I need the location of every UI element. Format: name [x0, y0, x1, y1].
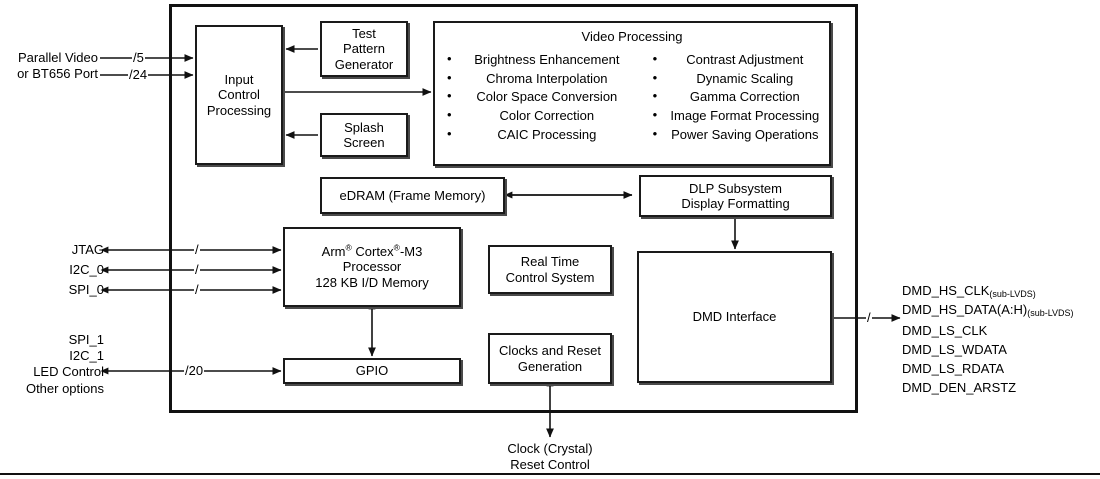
clocks-line2: Generation [517, 358, 583, 374]
block-test-pattern-generator[interactable]: Test Pattern Generator [320, 21, 408, 77]
arm-core: Cortex [351, 244, 394, 259]
bus-width-dmd: / [866, 310, 872, 325]
gpio-label: GPIO [355, 363, 389, 379]
rtcs-line2: Control System [505, 269, 595, 285]
bus-width-gpio: /20 [184, 363, 205, 378]
vp-item: CAIC Processing [445, 125, 633, 145]
block-gpio[interactable]: GPIO [283, 358, 461, 384]
output-label-dmd-ls-wdata: DMD_LS_WDATA [902, 342, 1007, 357]
input-label-spi-0: SPI_0 [68, 282, 104, 297]
block-arm-cortex-m3-processor[interactable]: Arm® Cortex®-M3 Processor 128 KB I/D Mem… [283, 227, 461, 307]
tpg-line2: Pattern [343, 41, 385, 57]
tpg-line1: Test [352, 26, 376, 41]
video-processing-column-right: Contrast Adjustment Dynamic Scaling Gamm… [651, 50, 823, 145]
input-control-line1: Input [224, 72, 254, 87]
bus-width-spi-0: / [194, 282, 200, 297]
input-label-i2c-1: I2C_1 [69, 348, 104, 363]
arm-line3: 128 KB I/D Memory [315, 274, 429, 290]
clock-line1: Clock (Crystal) [507, 441, 593, 456]
input-label-led-control: LED Control [33, 364, 104, 379]
dmd-hs-clk-main: DMD_HS_CLK [902, 283, 990, 298]
input-label-i2c-0: I2C_0 [69, 262, 104, 277]
input-label-jtag: JTAG [71, 242, 104, 257]
arm-vendor: Arm [321, 244, 346, 259]
bus-width-jtag: / [194, 242, 200, 257]
bottom-label-clock-reset: Clock (Crystal) Reset Control [450, 441, 650, 474]
vp-item: Power Saving Operations [651, 125, 823, 145]
vp-item: Dynamic Scaling [651, 69, 823, 89]
block-dmd-interface[interactable]: DMD Interface [637, 251, 832, 383]
splash-line1: Splash [344, 119, 384, 135]
vp-item: Image Format Processing [651, 106, 823, 126]
clock-line2: Reset Control [510, 457, 590, 473]
output-label-dmd-den-arstz: DMD_DEN_ARSTZ [902, 380, 1017, 395]
block-video-processing[interactable]: Video Processing Brightness Enhancement … [433, 21, 831, 166]
arm-line2: Processor [342, 259, 402, 275]
bus-width-i2c-0: / [194, 262, 200, 277]
input-control-line3: Processing [206, 102, 272, 118]
vp-item: Contrast Adjustment [651, 50, 823, 70]
vp-item: Gamma Correction [651, 87, 823, 107]
vp-item: Color Space Conversion [445, 87, 633, 107]
video-processing-title: Video Processing [581, 29, 683, 44]
bus-width-video-1: /5 [132, 50, 145, 65]
registered-mark-icon: ® [345, 242, 352, 253]
output-label-dmd-ls-rdata: DMD_LS_RDATA [902, 361, 1005, 376]
parallel-video-line1: Parallel Video [18, 50, 98, 65]
bus-width-video-2: /24 [128, 67, 149, 82]
block-edram-frame-memory[interactable]: eDRAM (Frame Memory) [320, 177, 505, 214]
output-label-dmd-hs-clk: DMD_HS_CLK(sub-LVDS) [902, 283, 1036, 299]
block-clocks-and-reset-generation[interactable]: Clocks and Reset Generation [488, 333, 612, 384]
output-label-dmd-hs-data: DMD_HS_DATA(A:H)(sub-LVDS) [902, 302, 1074, 318]
output-label-dmd-ls-clk: DMD_LS_CLK [902, 323, 988, 338]
edram-label: eDRAM (Frame Memory) [339, 187, 486, 203]
block-splash-screen[interactable]: Splash Screen [320, 113, 408, 157]
input-control-line2: Control [218, 87, 260, 103]
registered-mark-icon: ® [393, 242, 400, 253]
dlp-line1: DLP Subsystem [689, 180, 782, 196]
chip-boundary [169, 4, 858, 413]
tpg-line3: Generator [334, 56, 394, 72]
vp-item: Brightness Enhancement [445, 50, 633, 70]
footer-divider [0, 473, 1100, 475]
block-dlp-subsystem[interactable]: DLP Subsystem Display Formatting [639, 175, 832, 217]
vp-item: Chroma Interpolation [445, 69, 633, 89]
arm-model: -M3 [399, 244, 423, 259]
vp-item: Color Correction [445, 106, 633, 126]
dlp-line2: Display Formatting [681, 196, 790, 211]
dmd-hs-clk-sub: (sub-LVDS) [989, 289, 1036, 299]
parallel-video-line2: or BT656 Port [17, 66, 98, 82]
dmd-interface-label: DMD Interface [692, 309, 777, 325]
input-label-spi-1: SPI_1 [68, 332, 104, 347]
input-label-other-options: Other options [25, 381, 104, 396]
video-processing-column-left: Brightness Enhancement Chroma Interpolat… [445, 50, 633, 145]
splash-line2: Screen [343, 135, 385, 150]
dmd-hs-data-sub: (sub-LVDS) [1027, 308, 1074, 318]
block-real-time-control-system[interactable]: Real Time Control System [488, 245, 612, 294]
dmd-hs-data-main: DMD_HS_DATA(A:H) [902, 302, 1028, 317]
arm-line1: Arm® Cortex®-M3 [321, 242, 423, 259]
clocks-line1: Clocks and Reset [499, 343, 601, 359]
rtcs-line1: Real Time [520, 254, 580, 270]
input-label-parallel-video: Parallel Video or BT656 Port [0, 50, 98, 83]
block-input-control-processing[interactable]: Input Control Processing [195, 25, 283, 165]
